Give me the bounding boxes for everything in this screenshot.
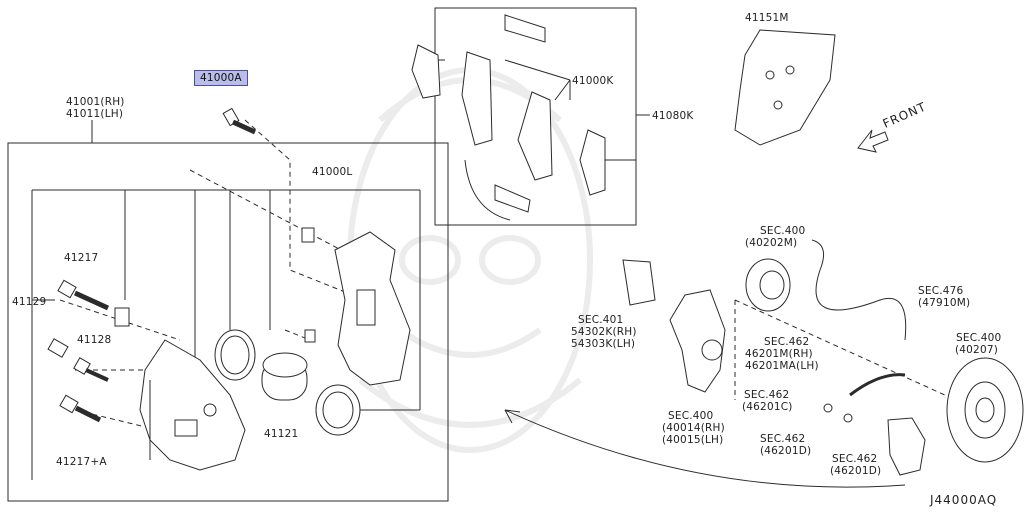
- steering-knuckle: [669, 289, 726, 393]
- caliper-assembly-frame: [7, 142, 449, 502]
- dust-shield: [734, 29, 836, 146]
- label-sec476-code: (47910M): [918, 297, 971, 309]
- label-sec400-c-lh: (40015(LH): [662, 434, 724, 446]
- label-sec462-d-code: (46201D): [830, 465, 882, 477]
- label-sec400-a-code: (40202M): [745, 237, 798, 249]
- bleeder-screw: [73, 357, 109, 382]
- label-sec400-c: SEC.400: [668, 410, 714, 422]
- brake-caliper-mounted: [887, 417, 926, 476]
- abs-sensor-harness: [811, 239, 907, 341]
- brake-pad-inner: [517, 91, 553, 181]
- brake-disc: [946, 357, 1024, 463]
- caliper-body: [139, 339, 246, 471]
- hose-washer: [823, 403, 833, 413]
- wear-sensor-wire: [464, 159, 511, 221]
- label-sec400-b-code: (40207): [955, 344, 998, 356]
- pin-bolt: [57, 279, 130, 327]
- label-sec462-d: SEC.462: [832, 453, 878, 465]
- label-41217-a: 41217+A: [56, 456, 107, 468]
- label-sec401: SEC.401: [578, 314, 624, 326]
- guide-bolt: [59, 394, 102, 423]
- diagram-reference: J44000AQ: [930, 493, 998, 507]
- label-41001-rh: 41001(RH): [66, 96, 125, 108]
- label-sec462-a: SEC.462: [764, 336, 810, 348]
- pad-kit-frame: [434, 7, 637, 226]
- label-41128: 41128: [77, 334, 112, 346]
- label-sec462-b-code: (46201C): [742, 401, 793, 413]
- label-41011-lh: 41011(LH): [66, 108, 124, 120]
- nut-upper: [301, 227, 315, 243]
- caliper-bracket: [334, 231, 411, 386]
- hose-bolt-washer: [843, 413, 853, 423]
- pad-clip-lower: [494, 184, 531, 213]
- label-41080k: 41080K: [652, 110, 694, 122]
- anti-squeal-shim: [411, 44, 441, 99]
- label-sec462-c-code: (46201D): [760, 445, 812, 457]
- bolt-41000a: [222, 107, 257, 135]
- label-sec462-c: SEC.462: [760, 433, 806, 445]
- label-41000k: 41000K: [572, 75, 614, 87]
- label-sec476: SEC.476: [918, 285, 964, 297]
- label-sec400-b: SEC.400: [956, 332, 1002, 344]
- label-41129: 41129: [12, 296, 47, 308]
- label-sec400-a: SEC.400: [760, 225, 806, 237]
- label-sec401-rh: 54302K(RH): [571, 326, 637, 338]
- label-sec462-b: SEC.462: [744, 389, 790, 401]
- label-sec401-lh: 54303K(LH): [571, 338, 636, 350]
- piston: [261, 352, 308, 401]
- label-41000a[interactable]: 41000A: [194, 70, 248, 86]
- wheel-hub: [745, 258, 791, 312]
- brake-hose: [849, 373, 906, 397]
- assembly-arrow: [504, 409, 906, 488]
- brake-pad-outer: [461, 51, 493, 146]
- nut-lower: [304, 329, 316, 343]
- pad-shim: [579, 129, 606, 196]
- pad-clip-upper: [504, 14, 546, 43]
- label-sec462-a-lh: 46201MA(LH): [745, 360, 819, 372]
- caliper-mount-bracket: [622, 259, 656, 306]
- label-sec400-c-rh: (40014(RH): [662, 422, 725, 434]
- bleeder-cap: [47, 338, 69, 358]
- label-41151m: 41151M: [745, 12, 789, 24]
- front-arrow-icon: [857, 129, 889, 153]
- label-41000l: 41000L: [312, 166, 353, 178]
- label-41121: 41121: [264, 428, 299, 440]
- label-41217: 41217: [64, 252, 99, 264]
- label-sec462-a-rh: 46201M(RH): [745, 348, 813, 360]
